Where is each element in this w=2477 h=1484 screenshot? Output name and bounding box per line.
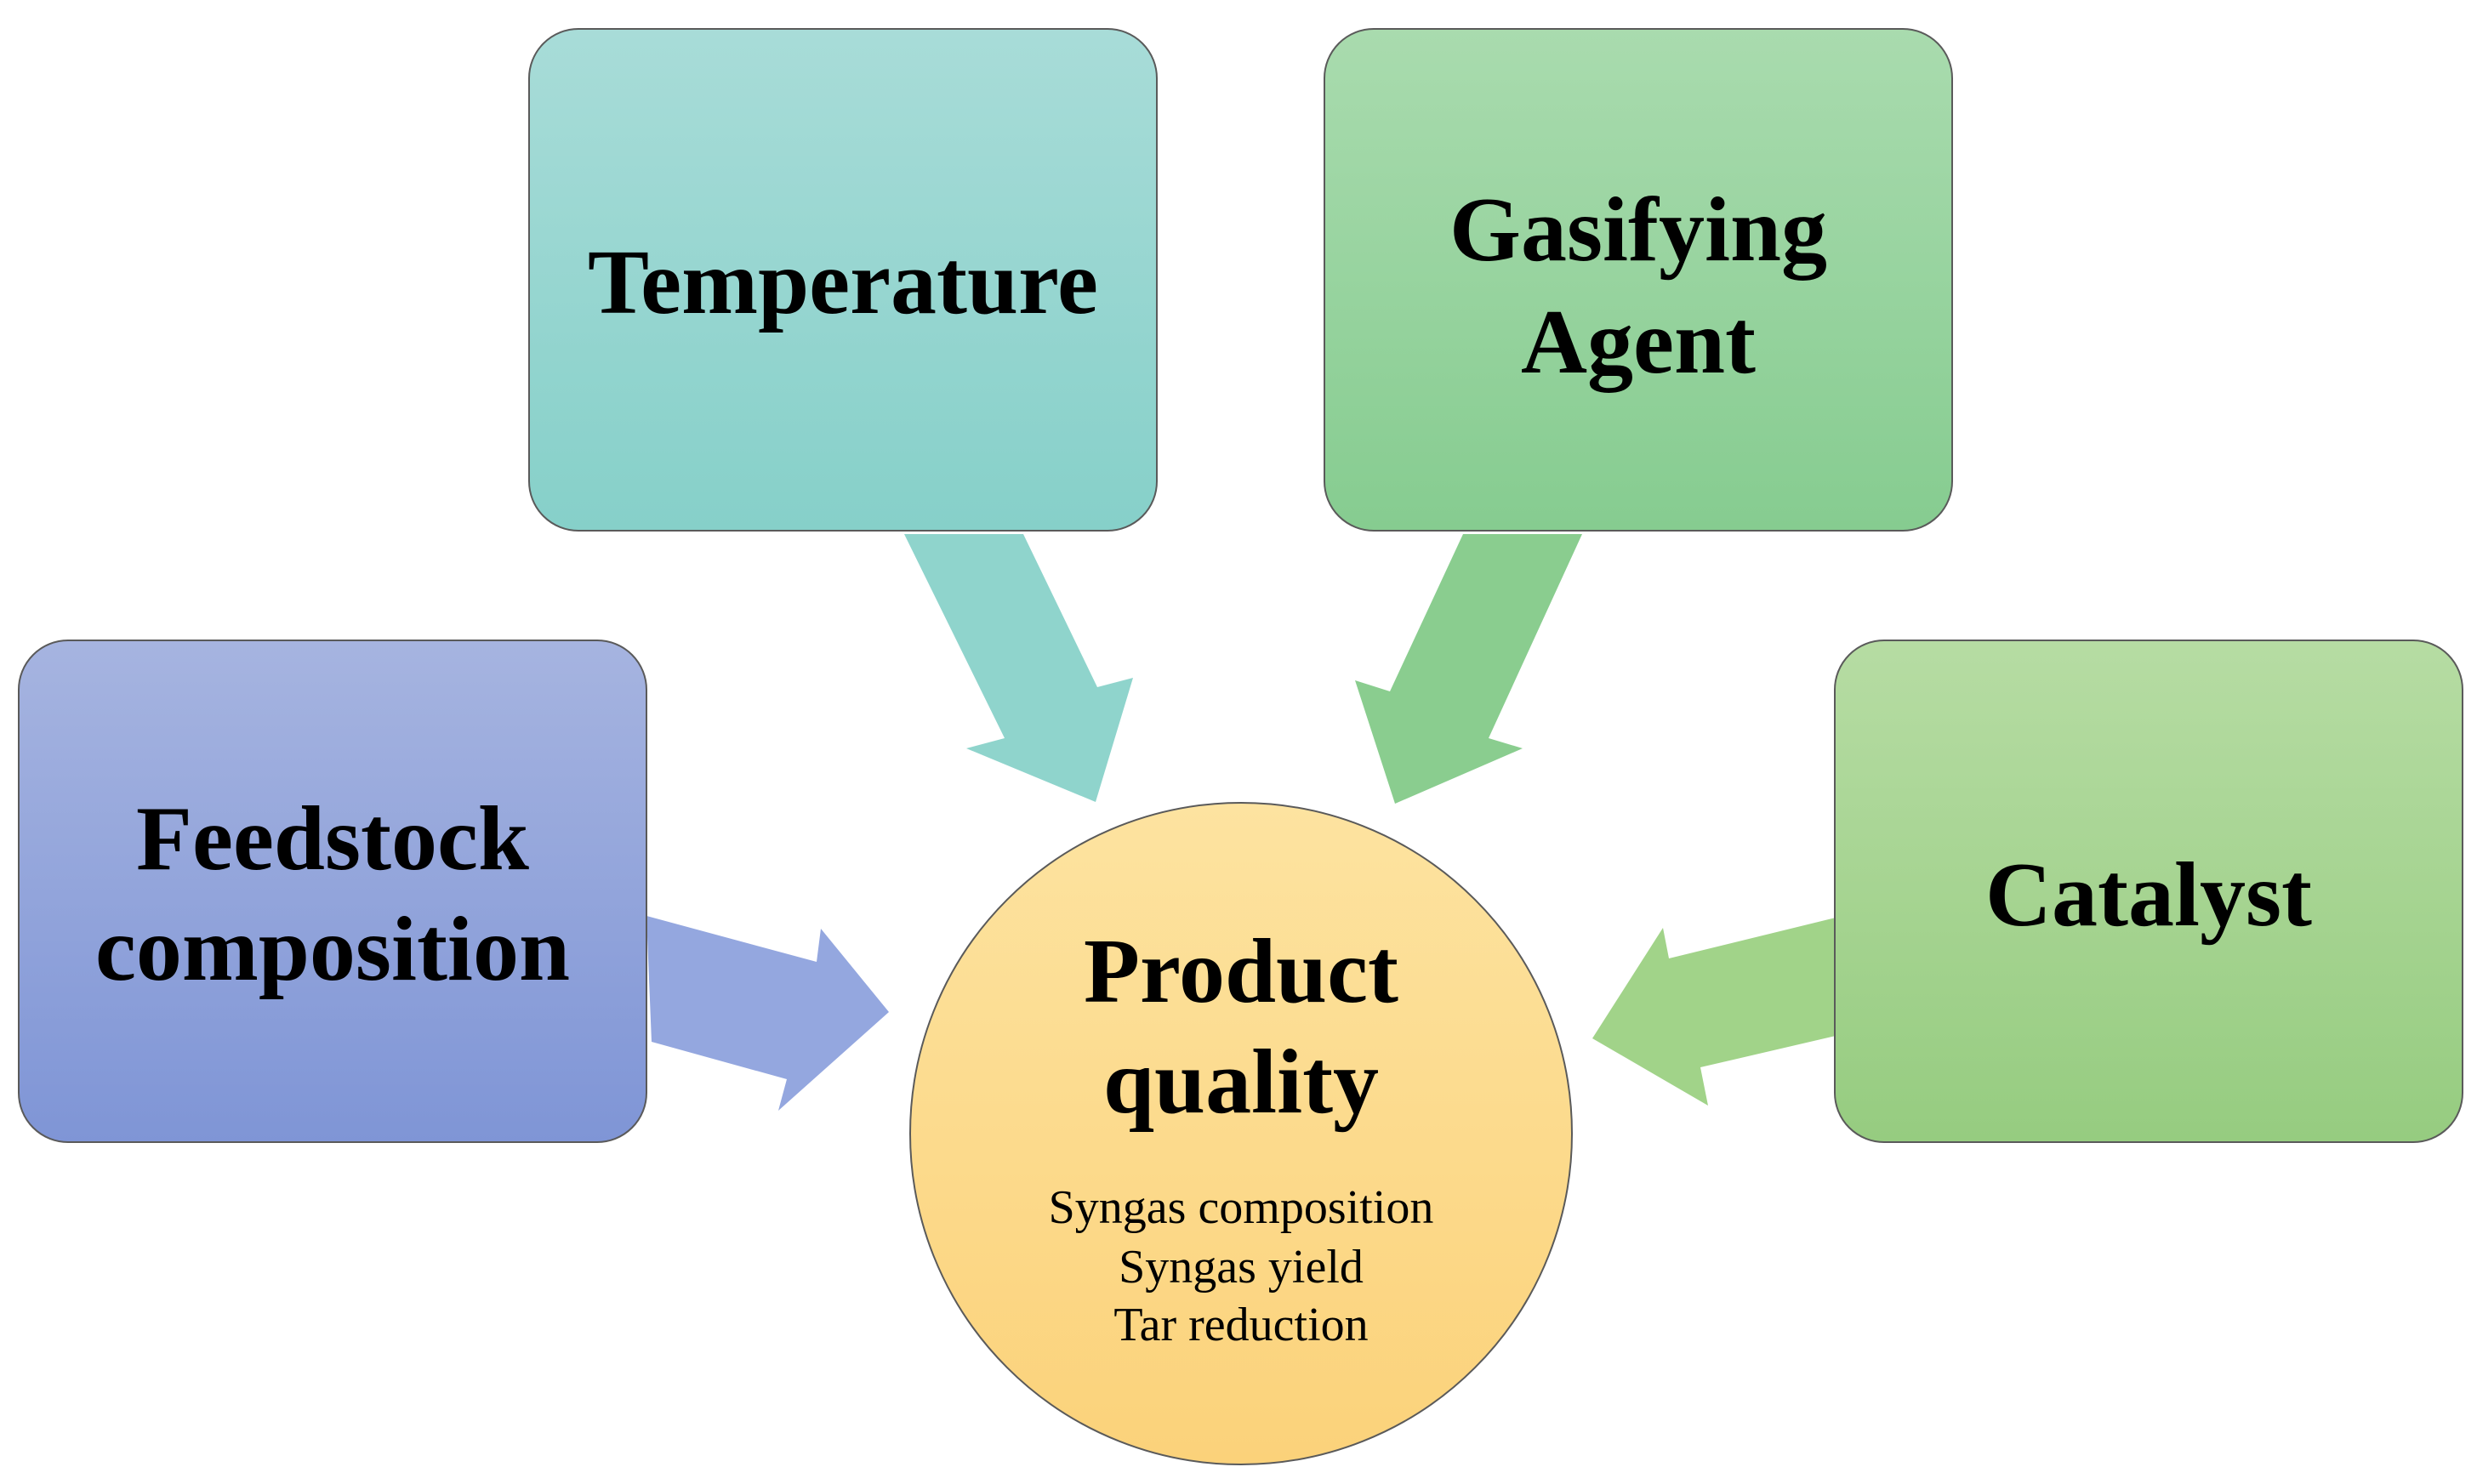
feedstock-composition-box [18, 640, 647, 1143]
product-quality-title-line2: quality [1103, 1032, 1379, 1133]
product-quality-item: Syngas composition [1049, 1181, 1434, 1234]
gasifying-agent-box [1324, 28, 1953, 532]
feedstock-composition-label-line2: composition [95, 899, 570, 1000]
catalyst-label: Catalyst [1985, 844, 2312, 946]
gasifying-agent-label-line1: Gasifying [1449, 179, 1827, 281]
arrow-temperature-to-product [904, 534, 1133, 802]
arrow-catalyst-to-product [1592, 918, 1836, 1106]
arrow-feedstock-to-product [646, 916, 889, 1111]
gasifying-agent-label-line2: Agent [1521, 292, 1756, 393]
product-quality-item: Syngas yield [1119, 1241, 1364, 1294]
catalyst-box [1834, 640, 2463, 1143]
feedstock-composition-label-line1: Feedstock [136, 788, 529, 890]
product-quality-item: Tar reduction [1113, 1299, 1368, 1351]
product-quality-circle [909, 802, 1573, 1465]
product-quality-title-line1: Product [1084, 921, 1398, 1022]
arrow-gasifying-to-product [1355, 534, 1582, 804]
temperature-label: Temperature [588, 232, 1098, 333]
temperature-box [528, 28, 1158, 532]
